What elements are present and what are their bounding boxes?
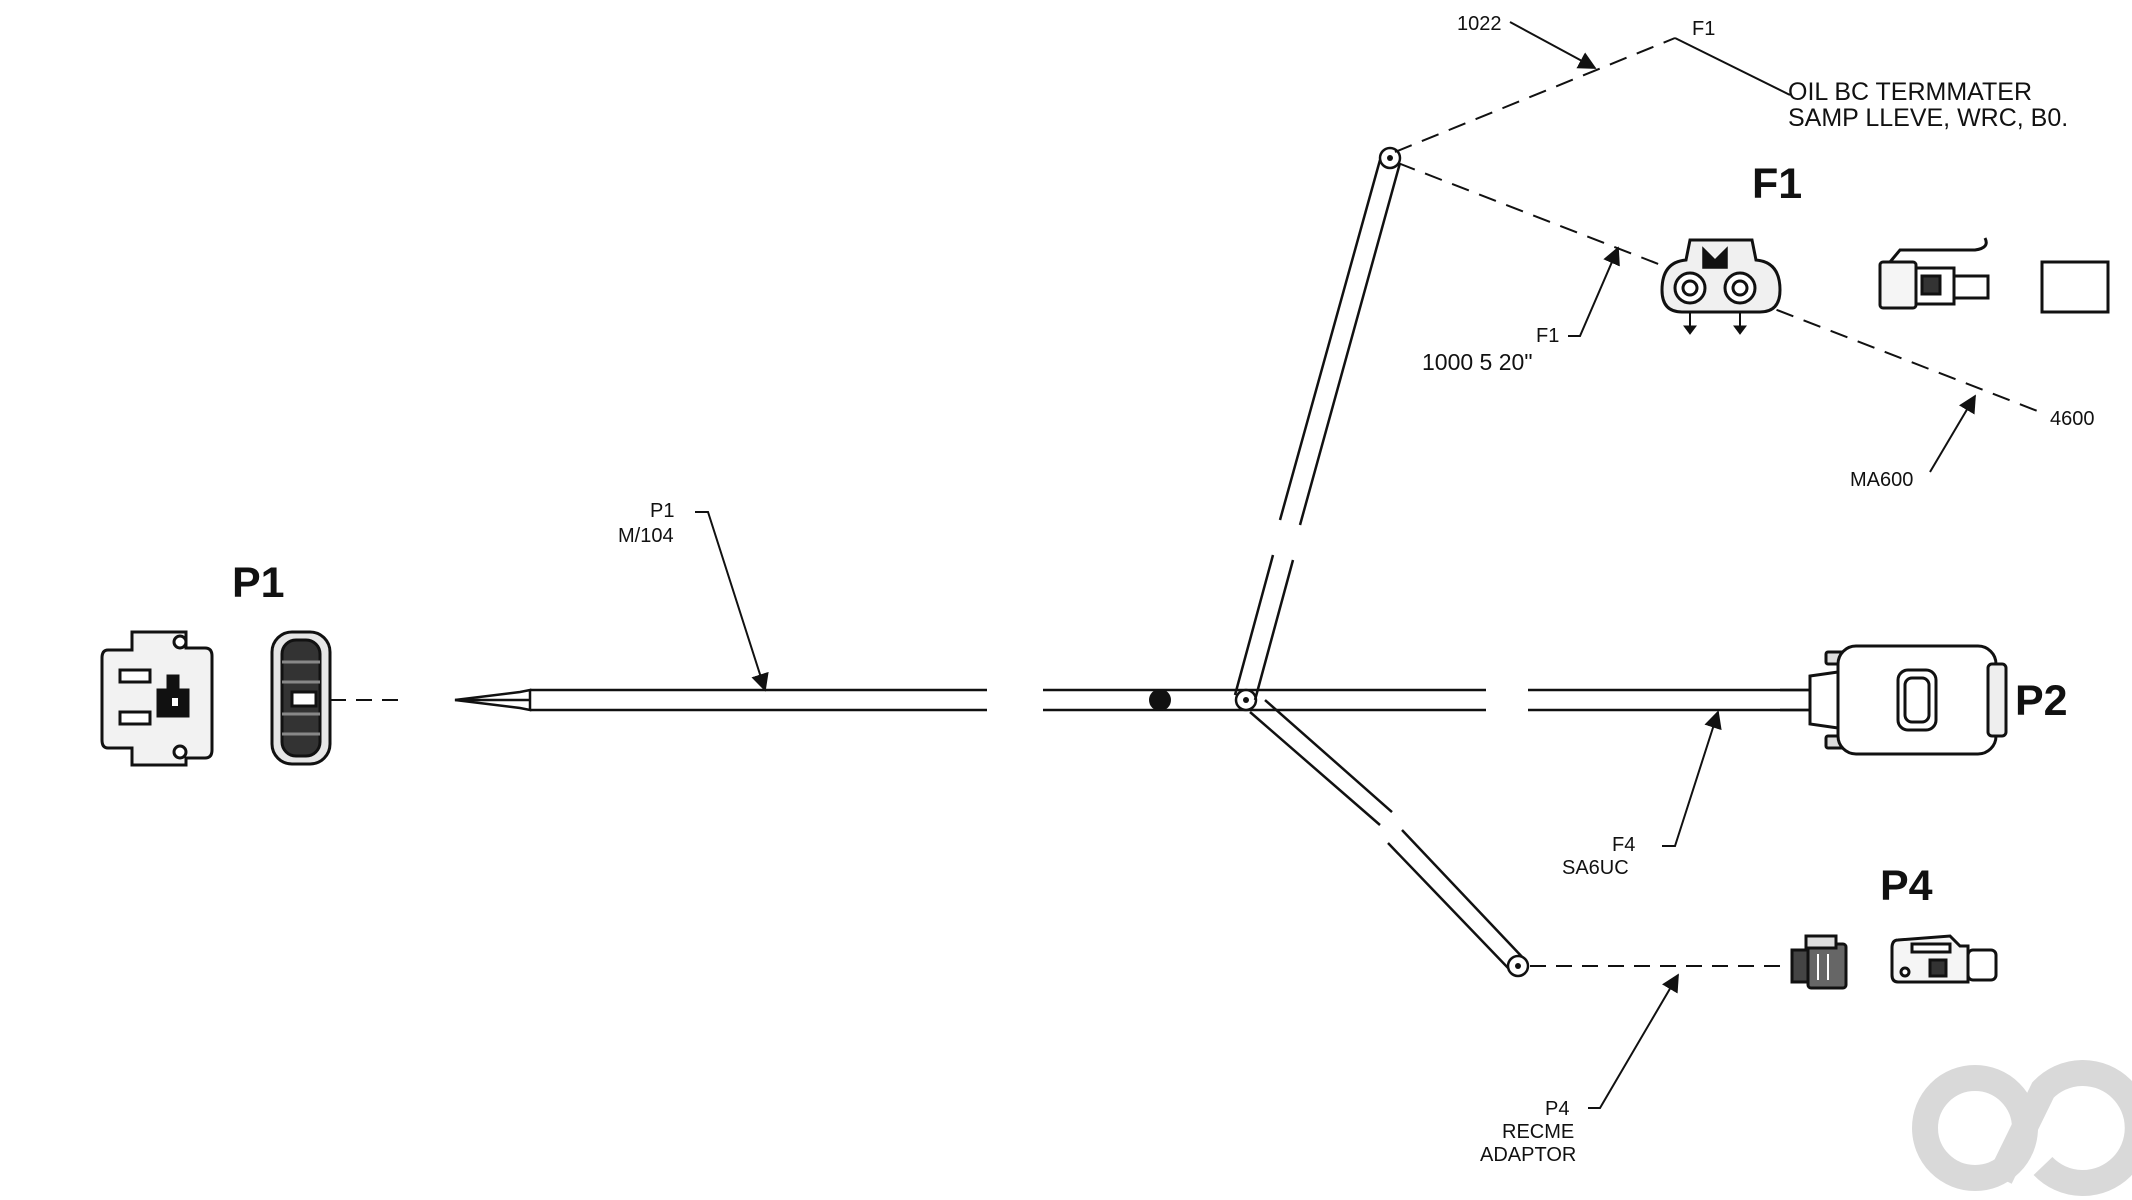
- p4-callout-code: P4: [1545, 1098, 1569, 1120]
- small-plug-icon: [1790, 934, 1848, 990]
- terminal-clip-icon: [1878, 237, 1990, 310]
- note-line-2: SAMP LLEVE, WRC, B0.: [1788, 104, 2068, 132]
- p4-callout-line-3: ADAPTOR: [1480, 1144, 1576, 1166]
- f1-label: F1: [1752, 160, 1802, 208]
- ma-code: MA600: [1850, 469, 1913, 491]
- upper-branch-cable: [1233, 159, 1402, 701]
- p2-label: P2: [2015, 677, 2068, 725]
- p1-callout-part: M/104: [618, 525, 674, 547]
- top-f1-code: F1: [1692, 18, 1715, 40]
- p4-mating-connector-icon: [1890, 934, 1998, 984]
- p1-callout-code: P1: [650, 500, 674, 522]
- grommet-ring-icon: [270, 630, 332, 766]
- lower-branch-cable: [1249, 699, 1526, 971]
- f1-upper-dashed-lead: [1394, 37, 1676, 153]
- main-trunk-cable: [454, 688, 1810, 712]
- connector-housing-icon: [100, 630, 214, 767]
- two-pin-socket-icon: [1660, 238, 1782, 335]
- watermark-logo-icon: [1912, 1060, 2132, 1196]
- callout-leaders: [695, 21, 1976, 1109]
- f1-lower-length: 1000 5 20": [1422, 349, 1533, 375]
- p1-label: P1: [232, 559, 285, 607]
- sub-d-connector-icon: [1780, 644, 2008, 756]
- f1-note-leader: [1674, 37, 1791, 96]
- note-line-1: OIL BC TERMMATER: [1788, 78, 2032, 106]
- f4-callout-part: SA6UC: [1562, 857, 1629, 879]
- p4-callout-line-2: RECME: [1502, 1121, 1574, 1143]
- p4-label: P4: [1880, 862, 1933, 910]
- splice-node: [1149, 689, 1171, 711]
- top-left-number: 1022: [1457, 13, 1502, 35]
- right-number: 4600: [2050, 408, 2095, 430]
- terminal-box-icon: [2040, 260, 2110, 314]
- f4-callout-code: F4: [1612, 834, 1635, 856]
- f1-lower-code: F1: [1536, 325, 1559, 347]
